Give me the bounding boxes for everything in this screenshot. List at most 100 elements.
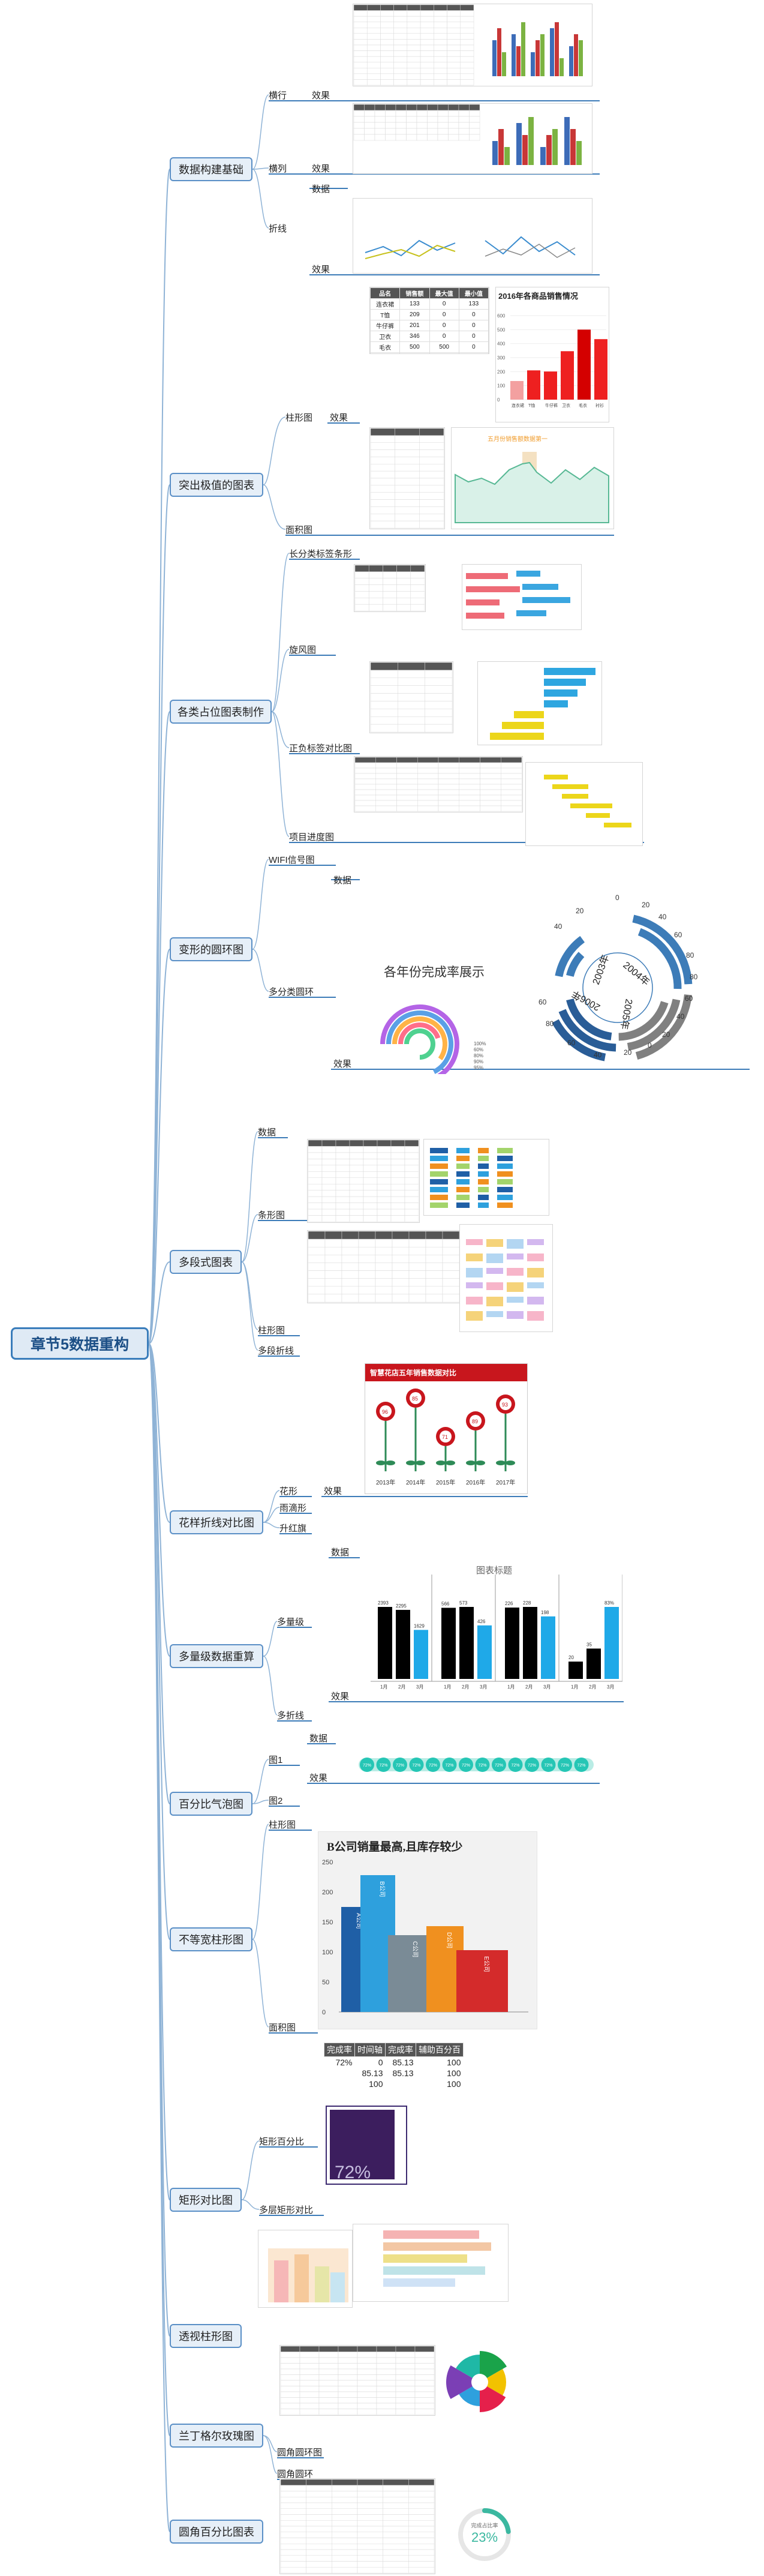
sales-table-td: 0 [429, 331, 459, 342]
sub-multi-rect[interactable]: 多层矩形对比 [259, 2205, 314, 2215]
sheet-cell [332, 2520, 358, 2527]
sheet-cell [370, 485, 395, 493]
bubble [492, 1758, 506, 1772]
sheet-cell [404, 1215, 419, 1222]
topic-rounded-percent[interactable]: 圆角百分比图表 [170, 2520, 263, 2544]
sub-effect[interactable]: 效果 [331, 1692, 350, 1702]
sheet-cell [376, 2391, 396, 2398]
sheet-cell [417, 800, 439, 806]
sheet-cell [341, 1286, 359, 1295]
sheet-cell [358, 1246, 376, 1255]
sheet-cell [383, 2532, 409, 2538]
sub-multi-class-ring[interactable]: 多分类圆环 [269, 987, 314, 997]
sub-data[interactable]: 数据 [258, 1127, 276, 1138]
topic-percent-bubble[interactable]: 百分比气泡图 [170, 1792, 252, 1816]
topic-rect-compare[interactable]: 矩形对比图 [170, 2188, 242, 2212]
sub-red-flag[interactable]: 升红旗 [279, 1524, 307, 1534]
sub-fig1[interactable]: 图1 [269, 1755, 283, 1765]
flower-center [440, 1431, 452, 1443]
sheet-cell [383, 2538, 409, 2544]
sub-effect[interactable]: 效果 [333, 1059, 352, 1069]
sub-data[interactable]: 数据 [333, 875, 352, 886]
sheet-cell [416, 134, 428, 141]
sheet-cell [321, 1190, 336, 1197]
sub-effect[interactable]: 效果 [309, 1773, 328, 1783]
sub-long-label-bar[interactable]: 长分类标签条形 [289, 549, 353, 559]
sheet-cell [366, 28, 381, 34]
sub-row[interactable]: 横行 [269, 91, 287, 101]
sub-round-ring-2[interactable]: 圆角圆环 [277, 2469, 314, 2479]
sub-effect[interactable]: 效果 [312, 265, 330, 275]
sub-data[interactable]: 数据 [309, 1734, 328, 1744]
sub-effect[interactable]: 效果 [312, 164, 330, 174]
thumb-multiseg-table [307, 1139, 420, 1223]
sheet-cell [341, 1238, 359, 1247]
sub-bar[interactable]: 条形图 [258, 1210, 285, 1220]
sub-effect[interactable]: 效果 [312, 91, 330, 101]
topic-data-build[interactable]: 数据构建基础 [170, 157, 252, 181]
topic-highlight-extreme[interactable]: 突出极值的图表 [170, 473, 263, 497]
topic-nightingale-rose[interactable]: 兰丁格尔玫瑰图 [170, 2424, 263, 2448]
sub-column[interactable]: 横列 [269, 164, 287, 174]
sub-data[interactable]: 数据 [331, 1548, 350, 1558]
sheet-cell [404, 1202, 419, 1210]
sheet-cell [501, 789, 522, 796]
segment-bar [456, 1163, 470, 1169]
sheet-cell [374, 104, 386, 111]
segment-bar [478, 1187, 489, 1192]
sub-flower[interactable]: 花形 [279, 1486, 298, 1497]
sub-tornado[interactable]: 旋风图 [289, 645, 317, 655]
svg-text:五月份销售额数据第一: 五月份销售额数据第一 [488, 435, 548, 443]
topic-uneven-column[interactable]: 不等宽柱形图 [170, 1927, 252, 1951]
segment-column [486, 1268, 503, 1274]
topic-multi-magnitude[interactable]: 多量级数据重算 [170, 1644, 263, 1668]
sub-raindrop[interactable]: 雨滴形 [279, 1503, 307, 1513]
topic-perspective-column[interactable]: 透视柱形图 [170, 2324, 242, 2348]
sheet-cell [363, 1165, 378, 1172]
sheet-cell [353, 116, 365, 123]
sub-multi-line[interactable]: 多段折线 [258, 1346, 294, 1356]
flower-leaf [446, 1461, 455, 1465]
sheet-cell [459, 778, 480, 785]
bubble [541, 1758, 556, 1772]
sub-multi-polyline[interactable]: 多折线 [277, 1711, 305, 1721]
sub-data[interactable]: 数据 [312, 184, 330, 194]
sub-line[interactable]: 折线 [269, 224, 287, 234]
sub-wifi-signal[interactable]: WIFI信号图 [269, 855, 315, 865]
topic-fancy-line[interactable]: 花样折线对比图 [170, 1510, 263, 1534]
sub-bar-chart[interactable]: 柱形图 [285, 413, 313, 423]
sub-column[interactable]: 柱形图 [269, 1820, 296, 1830]
sheet-cell [392, 1255, 410, 1263]
sheet-cell [338, 2409, 358, 2415]
segment-bar [497, 1163, 513, 1169]
sheet-cell [280, 2357, 300, 2364]
sub-area[interactable]: 面积图 [269, 2023, 296, 2033]
sub-fig2[interactable]: 图2 [269, 1796, 283, 1806]
sub-round-ring[interactable]: 圆角圆环图 [277, 2448, 323, 2458]
sub-area-chart[interactable]: 面积图 [285, 525, 313, 535]
sheet-cell [390, 1202, 405, 1210]
segment-bar [456, 1171, 470, 1177]
sub-column[interactable]: 柱形图 [258, 1326, 285, 1336]
sheet-cell [404, 1146, 419, 1153]
multi-bar-label: 198 [541, 1610, 549, 1615]
sheet-cell [434, 44, 447, 51]
uneven-axis-tick: 250 [322, 1859, 333, 1866]
flower-value: 71 [442, 1434, 448, 1440]
topic-multi-segment[interactable]: 多段式图表 [170, 1250, 242, 1274]
sub-effect[interactable]: 效果 [330, 413, 348, 423]
topic-placeholder-charts[interactable]: 各类占位图表制作 [170, 700, 272, 724]
sheet-cell [383, 2520, 409, 2527]
sheet-cell [407, 79, 421, 86]
sub-effect[interactable]: 效果 [324, 1486, 342, 1497]
sub-pos-neg-label[interactable]: 正负标签对比图 [289, 743, 353, 754]
topic-deformed-ring[interactable]: 变形的圆环图 [170, 937, 252, 961]
sub-multi-level[interactable]: 多量级 [277, 1617, 305, 1627]
root-node[interactable]: 章节5数据重构 [11, 1327, 149, 1360]
sheet-cell [280, 2508, 306, 2515]
sheet-cell [501, 778, 522, 785]
sheet-cell [357, 2508, 383, 2515]
sheet-cell [357, 2544, 383, 2550]
sub-project-progress[interactable]: 项目进度图 [289, 832, 335, 842]
sub-rect-percent[interactable]: 矩形百分比 [259, 2137, 305, 2147]
